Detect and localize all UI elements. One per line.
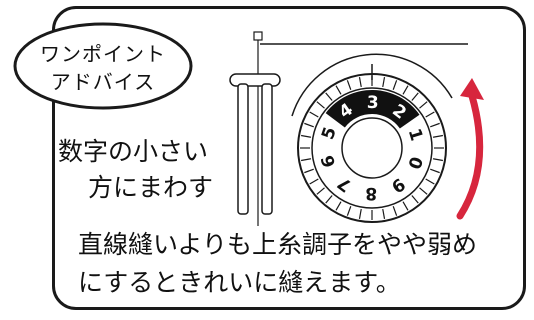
turn-direction-note: 数字の小さい 方にまわす — [58, 134, 238, 206]
note-line-2: 方にまわす — [88, 173, 214, 202]
dial-hub — [341, 117, 403, 179]
dial-tick — [346, 80, 352, 90]
dial-tick — [300, 134, 312, 138]
dial-tick — [325, 92, 333, 101]
dial-number-8: 8 — [365, 183, 377, 203]
dial-tick — [382, 208, 386, 220]
dial-tick — [402, 85, 409, 95]
dial-tick — [346, 206, 352, 216]
rotation-arrow — [456, 92, 484, 220]
dial-tick — [432, 158, 444, 162]
dial-tick — [411, 92, 419, 101]
advice-text: 直線縫いよりも上糸調子をやや弱め にするときれいに縫えます。 — [78, 226, 518, 302]
badge-oval-shape — [13, 22, 193, 110]
dial-tick — [304, 122, 314, 128]
rotation-arrow-head — [460, 78, 484, 100]
dial-tick — [304, 168, 314, 174]
dial-tick — [430, 122, 440, 128]
dial-tick — [325, 195, 333, 204]
dial-tick — [432, 134, 444, 138]
dial-tick — [309, 111, 319, 118]
dial-number-6: 6 — [318, 153, 341, 170]
dial-tick — [316, 187, 325, 195]
tension-posts — [229, 73, 281, 215]
dial-tick — [300, 158, 312, 162]
dial-tick — [309, 178, 319, 185]
advice-line-1: 直線縫いよりも上糸調子をやや弱め — [78, 230, 478, 259]
dial-tick — [411, 195, 419, 204]
dial-tick — [419, 187, 428, 195]
badge-label: ワンポイント アドバイス — [8, 40, 198, 96]
dial-tick — [430, 168, 440, 174]
dial-tick — [425, 111, 435, 118]
dial-shadow-arc — [291, 53, 453, 117]
dial-tick — [358, 76, 362, 88]
dial-number-1: 1 — [404, 126, 427, 143]
note-line-1: 数字の小さい — [58, 137, 209, 166]
dial-tick — [425, 178, 435, 185]
dial-tick — [402, 201, 409, 211]
highlight-band — [325, 90, 420, 129]
dial-number-3: 3 — [367, 93, 379, 113]
dial-tick — [335, 85, 342, 95]
dial-tick — [382, 76, 386, 88]
dial-tick — [316, 101, 325, 109]
one-point-advice-badge: ワンポイント アドバイス — [8, 18, 198, 114]
dial-tick — [335, 201, 342, 211]
dial-tick — [358, 208, 362, 220]
advice-line-2: にするときれいに縫えます。 — [78, 268, 401, 297]
badge-line-1: ワンポイント — [40, 42, 166, 66]
thread-guide — [253, 31, 263, 41]
dial-tick — [419, 101, 428, 109]
dial-tick — [392, 80, 398, 90]
badge-line-2: アドバイス — [50, 70, 156, 94]
dial-ticks — [300, 76, 444, 220]
dial-tick — [392, 206, 398, 216]
